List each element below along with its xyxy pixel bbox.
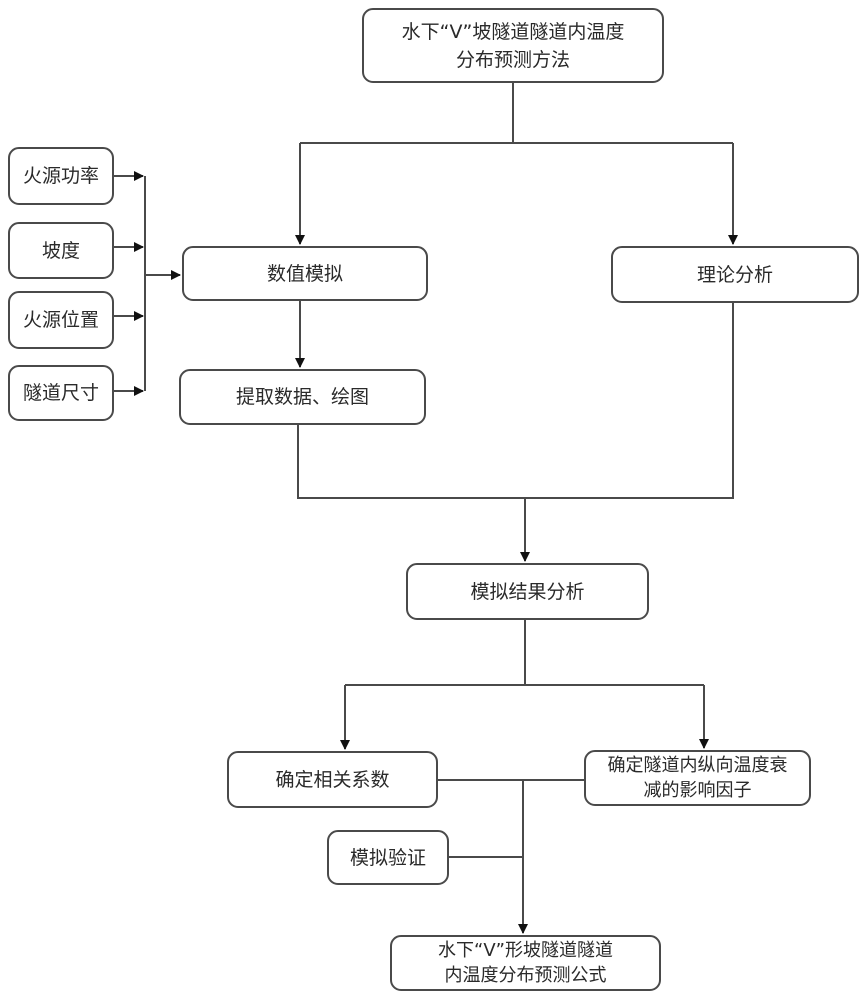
numerical-sim-label: 数值模拟	[266, 262, 343, 285]
extract-data-label: 提取数据、绘图	[235, 386, 369, 408]
node-fire-location: 火源位置	[8, 291, 114, 349]
node-theory: 理论分析	[611, 246, 859, 303]
node-fire-power: 火源功率	[8, 147, 114, 205]
theory-label: 理论分析	[696, 263, 773, 286]
fire-power-label: 火源功率	[22, 165, 99, 187]
factors-line-2: 减的影响因子	[643, 780, 752, 801]
factors-line-1: 确定隧道内纵向温度衰	[607, 755, 788, 776]
node-sim-result: 模拟结果分析	[406, 563, 649, 620]
node-title: 水下“V”坡隧道隧道内温度 分布预测方法	[362, 8, 664, 83]
node-coefficients: 确定相关系数	[227, 751, 438, 808]
fire-location-label: 火源位置	[22, 309, 99, 331]
node-tunnel-size: 隧道尺寸	[8, 365, 114, 421]
slope-label: 坡度	[41, 239, 80, 262]
title-line-1: 水下“V”坡隧道隧道内温度	[401, 20, 625, 43]
coefficients-label: 确定相关系数	[275, 768, 390, 791]
node-numerical-sim: 数值模拟	[182, 246, 428, 301]
edge-extract-down	[297, 302, 734, 499]
node-formula: 水下“V”形坡隧道隧道 内温度分布预测公式	[390, 935, 661, 991]
title-line-2: 分布预测方法	[455, 48, 570, 71]
sim-result-label: 模拟结果分析	[470, 580, 585, 603]
node-factors: 确定隧道内纵向温度衰 减的影响因子	[584, 750, 811, 806]
node-extract-data: 提取数据、绘图	[179, 369, 426, 425]
node-slope: 坡度	[8, 222, 114, 279]
tunnel-size-label: 隧道尺寸	[22, 382, 99, 404]
node-validation: 模拟验证	[327, 830, 449, 885]
formula-line-2: 内温度分布预测公式	[444, 965, 607, 986]
formula-line-1: 水下“V”形坡隧道隧道	[438, 940, 613, 961]
validation-label: 模拟验证	[349, 846, 426, 869]
